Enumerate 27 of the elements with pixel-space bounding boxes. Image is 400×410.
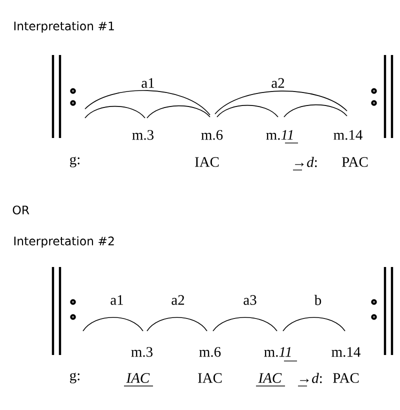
section-label: b xyxy=(314,294,322,306)
cadence-label: PAC xyxy=(332,373,359,383)
key-label: g: xyxy=(70,372,80,384)
heading: Interpretation #2 xyxy=(14,236,114,248)
key-label: g: xyxy=(70,156,80,168)
cadence-label: →d: xyxy=(300,372,322,384)
heading: Interpretation #1 xyxy=(14,21,114,33)
measure-label: m.3 xyxy=(131,347,152,357)
measure-label: m.6 xyxy=(201,130,223,140)
measure-label: m.6 xyxy=(199,347,221,357)
measure-label: m.11 xyxy=(266,130,293,140)
cadence-label: IAC xyxy=(198,373,222,383)
section-label: a1 xyxy=(142,78,154,88)
measure-label: m.14 xyxy=(334,130,362,140)
cadence-label: IAC xyxy=(195,157,219,167)
section-label: a1 xyxy=(110,295,123,305)
measure-label: m.14 xyxy=(332,347,360,357)
cadence-label: IAC xyxy=(258,373,282,383)
section-label: a3 xyxy=(244,295,256,305)
cadence-label: PAC xyxy=(342,157,368,167)
section-label: a2 xyxy=(272,78,284,88)
section-label: a2 xyxy=(172,295,184,305)
measure-label: m.11 xyxy=(264,347,291,357)
measure-label: m.3 xyxy=(132,130,154,140)
cadence-label: →d: xyxy=(295,156,317,168)
cadence-label: IAC xyxy=(126,373,150,383)
heading: OR xyxy=(12,206,30,214)
